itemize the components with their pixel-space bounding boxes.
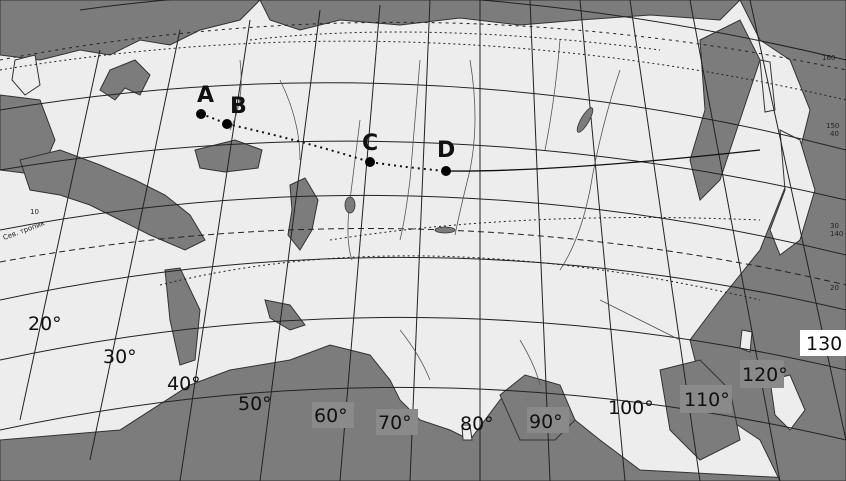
points: A B C D bbox=[196, 83, 455, 176]
black-sea bbox=[194, 139, 263, 173]
lon-label-20: 20° bbox=[28, 313, 62, 335]
lon-160-label: 160 bbox=[822, 54, 835, 62]
longitude-label-boxes bbox=[312, 360, 784, 435]
meridian-20 bbox=[19, 49, 101, 421]
river-4 bbox=[544, 39, 561, 151]
lon-box-90 bbox=[527, 407, 569, 433]
river-3 bbox=[454, 59, 476, 236]
point-a-dot bbox=[196, 109, 206, 119]
lon-label-60: 60° bbox=[314, 405, 348, 427]
lon-label-50: 50° bbox=[238, 393, 272, 415]
lon-box-120 bbox=[740, 360, 784, 388]
meridian-50 bbox=[259, 9, 321, 481]
lon-label-30: 30° bbox=[103, 346, 137, 368]
parallel-20 bbox=[0, 256, 846, 311]
persian-gulf bbox=[264, 299, 306, 331]
meridian-60 bbox=[339, 4, 381, 481]
lon-label-130: 130 bbox=[806, 333, 842, 355]
point-d-label: D bbox=[437, 138, 455, 163]
rivers bbox=[229, 39, 681, 386]
lon-box-110 bbox=[680, 385, 732, 413]
islands bbox=[11, 54, 816, 441]
river-10 bbox=[279, 79, 301, 161]
mediterranean-sea bbox=[19, 149, 206, 251]
lon-box-130 bbox=[800, 330, 846, 356]
meridian-70 bbox=[409, 0, 431, 481]
river-7 bbox=[519, 339, 541, 386]
tropic-line bbox=[0, 228, 846, 286]
meridian-120 bbox=[689, 0, 781, 481]
lon-box-70 bbox=[376, 409, 418, 435]
lon-label-110: 110° bbox=[684, 389, 730, 411]
longitude-labels: 20° 30° 40° 50° 60° 70° 80° 90° 100° 110… bbox=[28, 313, 842, 435]
river-5 bbox=[559, 69, 621, 271]
indian-ocean bbox=[0, 344, 846, 481]
meridian-130 bbox=[749, 0, 846, 441]
river-9 bbox=[229, 59, 242, 131]
point-b-label: B bbox=[230, 94, 247, 119]
point-b-dot bbox=[222, 119, 232, 129]
red-sea bbox=[164, 267, 201, 366]
lon-label-120: 120° bbox=[742, 364, 788, 386]
lat-20-label: 20 bbox=[830, 284, 839, 292]
aral-sea bbox=[344, 196, 356, 214]
lon-label-80: 80° bbox=[460, 413, 494, 435]
lon-label-40: 40° bbox=[167, 373, 201, 395]
parallel-0 bbox=[0, 386, 846, 441]
lon-label-70: 70° bbox=[378, 412, 412, 434]
lon-150-label: 150 bbox=[826, 122, 839, 130]
point-d-dot bbox=[441, 166, 451, 176]
line-c-d bbox=[369, 161, 447, 172]
line-d-east bbox=[445, 149, 761, 172]
british-isles bbox=[11, 54, 41, 96]
meridian-40 bbox=[179, 19, 251, 481]
lakes bbox=[344, 107, 594, 234]
meridian-100 bbox=[579, 0, 626, 481]
lat-30-label: 30 bbox=[830, 222, 839, 230]
point-c-label: C bbox=[362, 131, 378, 156]
lake-baikal bbox=[576, 107, 594, 133]
parallels bbox=[0, 0, 846, 441]
meridians bbox=[19, 0, 846, 481]
meridian-90 bbox=[529, 0, 551, 481]
parallel-70 bbox=[79, 0, 846, 61]
parallel-50 bbox=[0, 82, 846, 151]
river-8 bbox=[599, 299, 681, 341]
dotted-line-1 bbox=[159, 255, 761, 301]
lat-40-label: 40 bbox=[830, 130, 839, 138]
lon-box-60 bbox=[312, 402, 354, 428]
lat-10-label: 10 bbox=[30, 208, 39, 216]
parallel-60 bbox=[0, 40, 846, 101]
river-2 bbox=[399, 59, 421, 241]
lon-label-90: 90° bbox=[529, 411, 563, 433]
parallel-10 bbox=[0, 316, 846, 371]
point-a-label: A bbox=[197, 83, 214, 108]
lon-label-100: 100° bbox=[608, 397, 654, 419]
lake-balkhash bbox=[434, 226, 456, 234]
point-c-dot bbox=[365, 157, 375, 167]
river-6 bbox=[399, 329, 431, 381]
sri-lanka-island bbox=[461, 424, 473, 441]
lon-140-label: 140 bbox=[830, 230, 843, 238]
baltic-sea bbox=[99, 59, 151, 101]
philippines-island bbox=[769, 374, 806, 431]
taiwan-island bbox=[739, 329, 753, 353]
meridian-30 bbox=[89, 29, 181, 461]
